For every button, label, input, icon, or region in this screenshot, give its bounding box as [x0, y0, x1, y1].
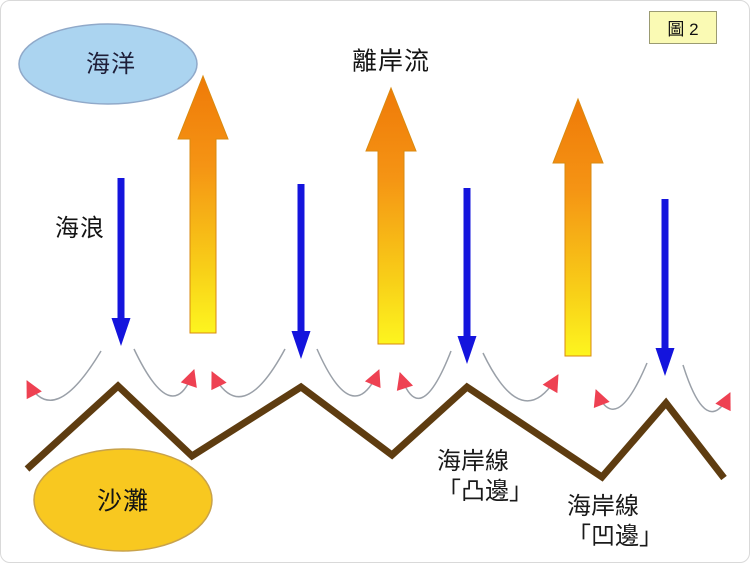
rip-current-arrow-1: [177, 74, 229, 334]
convergence-arrowhead-3: [211, 371, 227, 391]
convergence-arrowhead-6: [542, 374, 559, 394]
rip-current-arrow-3: [552, 97, 604, 357]
convergence-arrowhead-5: [396, 372, 414, 391]
beach-label: 沙灘: [96, 487, 150, 516]
wave-arrow-down-2: [291, 184, 311, 359]
wave-arrow-down-3: [457, 188, 477, 364]
convergence-arrowheads: [26, 369, 731, 412]
coastline-concave-label-line2: 「凹邊」: [567, 523, 663, 550]
rip-current-label: 離岸流: [351, 47, 431, 76]
coastline-convex-label-line2: 「凸邊」: [437, 478, 533, 505]
wave-arrow-down-1: [111, 178, 131, 346]
convergence-arrowhead-4: [364, 369, 381, 389]
swash-arc-2: [133, 348, 195, 397]
rip-current-arrow-2: [365, 86, 417, 345]
beach-ellipse: [33, 448, 213, 552]
coastline-zigzag: [24, 381, 727, 482]
coastline-convex-label: 海岸線 「凸邊」: [437, 447, 533, 507]
swash-arc-4: [316, 348, 380, 397]
coastline-convex-label-line1: 海岸線: [437, 448, 509, 475]
coastline-concave-label: 海岸線 「凹邊」: [567, 492, 663, 552]
wave-label: 海浪: [55, 215, 105, 243]
ocean-label: 海洋: [86, 51, 136, 79]
wave-arrow-down-4: [655, 199, 675, 376]
coastline-concave-label-line1: 海岸線: [567, 493, 639, 520]
convergence-arrowhead-1: [26, 380, 42, 400]
ocean-ellipse: [18, 23, 198, 105]
swash-arc-6: [482, 352, 559, 402]
swash-arc-5: [399, 350, 452, 399]
convergence-arrowhead-7: [593, 389, 610, 408]
convergence-arrowhead-8: [715, 392, 731, 412]
figure-box: 圖 2: [649, 11, 717, 44]
convergence-arrowhead-2: [180, 369, 197, 388]
figure-label: 圖 2: [667, 20, 699, 39]
swash-arc-3: [211, 348, 286, 398]
